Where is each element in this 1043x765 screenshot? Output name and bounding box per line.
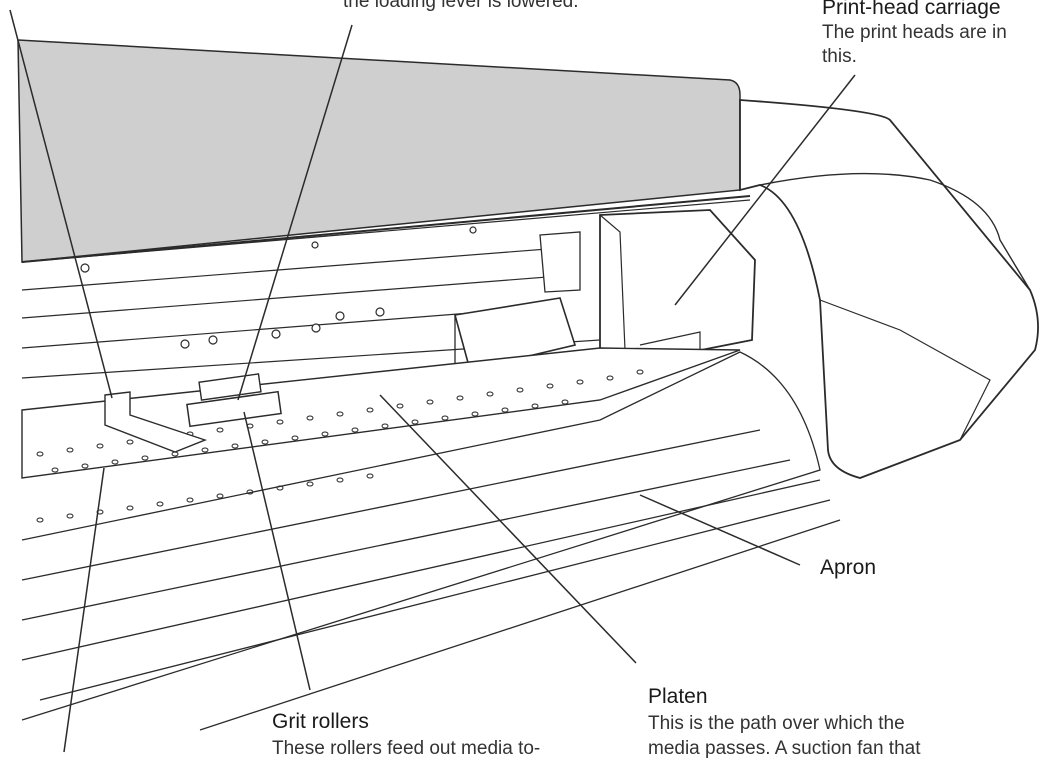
platen-title: Platen xyxy=(648,685,708,708)
print-head-carriage xyxy=(539,209,756,363)
carriage-description-line1: The print heads are in xyxy=(822,22,1007,43)
grit-rollers xyxy=(186,373,282,428)
platen xyxy=(21,347,741,479)
loading-lever-description: the loading lever is lowered. xyxy=(343,0,579,12)
platen-description-line1: This is the path over which the xyxy=(648,713,905,734)
carriage-description-line2: this. xyxy=(822,46,857,67)
apron-leader xyxy=(639,494,801,566)
apron xyxy=(21,351,841,731)
side-housing-inner-2 xyxy=(819,299,991,441)
grit-leader xyxy=(243,411,311,691)
platen-description-line2: media passes. A suction fan that xyxy=(648,738,921,759)
apron-title: Apron xyxy=(820,556,877,579)
loading-lever-leader xyxy=(237,24,353,401)
grit-rollers-description-line1: These rollers feed out media to- xyxy=(272,738,541,759)
clamp-leader xyxy=(9,9,113,399)
carriage-title: Print-head carriage xyxy=(822,0,1001,19)
platen-holes xyxy=(36,369,644,523)
rail-screws xyxy=(80,226,477,349)
side-housing xyxy=(739,99,1039,479)
leader-lines xyxy=(9,9,856,753)
platen-leader xyxy=(379,394,637,664)
media-clamp xyxy=(104,391,208,453)
grit-rollers-title: Grit rollers xyxy=(272,710,369,733)
cover-edge xyxy=(21,195,751,263)
side-housing-inner xyxy=(759,172,1031,291)
rear-rails xyxy=(21,199,751,379)
carriage-leader xyxy=(674,74,856,306)
bottom-leader xyxy=(63,467,105,753)
